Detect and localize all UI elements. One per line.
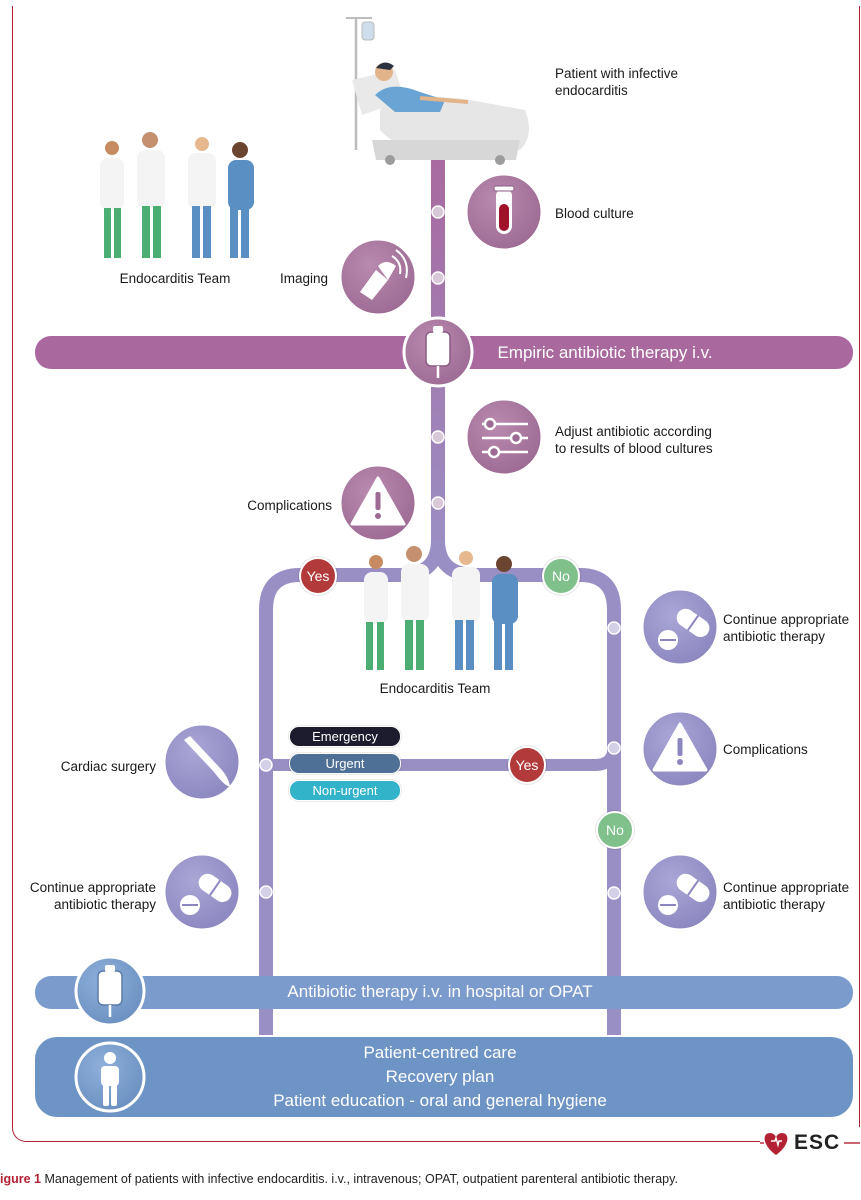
figure-caption: igure 1 Management of patients with infe… <box>0 1172 678 1186</box>
care-line-1: Patient-centred care <box>363 1043 517 1062</box>
heart-icon <box>760 1133 860 1155</box>
urgent-pill: Urgent <box>289 753 401 774</box>
care-line-3: Patient education - oral and general hyg… <box>273 1091 607 1110</box>
team-label-middle: Endocarditis Team <box>379 681 491 696</box>
continue-left-label: Continue appropriate antibiotic therapy <box>29 880 156 912</box>
no-badge-2: No <box>596 811 634 849</box>
sliders-icon <box>464 397 544 477</box>
imaging-label: Imaging <box>279 271 328 286</box>
team-illustration-middle <box>364 546 518 670</box>
yes-badge-1: Yes <box>299 557 337 595</box>
esc-text: ESC <box>794 1131 841 1154</box>
team-illustration-top <box>100 132 254 258</box>
no-badge-1: No <box>542 557 580 595</box>
ultrasound-icon <box>338 237 418 317</box>
blood-culture-label: Blood culture <box>555 206 634 221</box>
adjust-label: Adjust antibiotic according to results o… <box>555 424 713 456</box>
non-urgent-pill: Non-urgent <box>289 780 401 801</box>
blood-tube-icon <box>464 172 544 252</box>
scalpel-icon <box>162 722 242 802</box>
figure-frame <box>12 6 860 1142</box>
iv-bag-icon <box>402 316 474 388</box>
pill-icon-2 <box>162 852 242 932</box>
complications-label-1: Complications <box>247 498 332 513</box>
yes-badge-2: Yes <box>508 746 546 784</box>
esc-logo: ESC <box>760 1127 860 1159</box>
person-icon <box>74 1041 146 1113</box>
emergency-pill: Emergency <box>289 726 401 747</box>
hospital-bar <box>35 976 853 1009</box>
team-label-top: Endocarditis Team <box>119 271 231 286</box>
care-box <box>35 1037 853 1117</box>
iv-bag-icon-2 <box>74 955 146 1027</box>
trunk-stops <box>259 205 621 900</box>
continue-right-label-1: Continue appropriate antibiotic therapy <box>723 612 850 644</box>
patient-label: Patient with infective endocarditis <box>555 66 679 98</box>
pill-icon-3 <box>640 852 720 932</box>
pill-icon <box>640 587 720 667</box>
continue-right-label-2: Continue appropriate antibiotic therapy <box>723 880 850 912</box>
cardiac-surgery-label: Cardiac surgery <box>60 759 156 774</box>
hospital-label: Antibiotic therapy i.v. in hospital or O… <box>287 982 593 1001</box>
caption-label: igure 1 <box>0 1172 41 1186</box>
care-line-2: Recovery plan <box>385 1067 495 1086</box>
patient-bed-illustration <box>346 17 529 165</box>
complications-label-2: Complications <box>723 742 808 757</box>
warning-icon <box>338 463 418 543</box>
caption-text: Management of patients with infective en… <box>41 1172 678 1186</box>
empiric-label: Empiric antibiotic therapy i.v. <box>497 343 713 362</box>
warning-icon-2 <box>640 709 720 789</box>
